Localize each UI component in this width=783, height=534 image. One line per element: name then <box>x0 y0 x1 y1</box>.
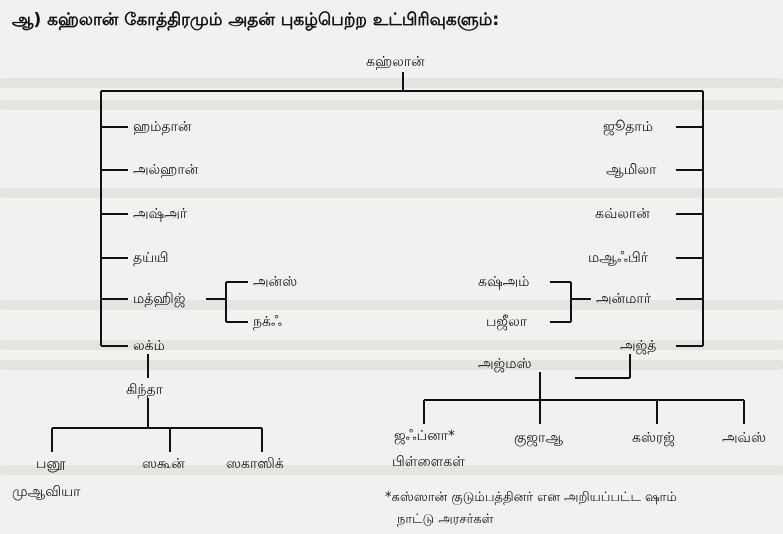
node-anas: அன்ஸ் <box>253 274 298 290</box>
node-root: கஹ்லான் <box>366 54 425 70</box>
node-khazraj: கஸ்ரஜ் <box>632 430 675 446</box>
footnote-line-2: நாட்டு அரசர்கள் <box>397 512 494 527</box>
bleed-through-mark <box>0 78 783 88</box>
node-anmar: அன்மார் <box>596 291 652 307</box>
node-aws: அவ்ஸ் <box>722 430 766 446</box>
node-maafir: மஆஃபிர் <box>588 250 649 266</box>
node-nakh: நக்ஃ <box>253 314 282 330</box>
node-ashar: அஷ்அர் <box>133 206 188 222</box>
bleed-through-mark <box>0 360 783 370</box>
bleed-through-mark <box>0 340 783 350</box>
node-amila: ஆமிலா <box>606 162 657 178</box>
bleed-through-mark <box>0 465 783 475</box>
bleed-through-mark <box>0 100 783 110</box>
node-madhhij: மத்ஹிஜ் <box>133 291 186 307</box>
node-sakasik: ஸகாஸிக் <box>226 456 284 472</box>
node-kinda: கிந்தா <box>126 382 163 398</box>
node-sakun: ஸகூன் <box>142 456 185 472</box>
node-lakhm: லக்ம் <box>133 338 165 354</box>
node-alhan: அல்ஹான் <box>133 162 199 178</box>
node-judham: ஜூதாம் <box>603 119 653 135</box>
node-muawiya: முஆவியா <box>12 484 81 500</box>
node-khawlan: கவ்லான் <box>595 206 650 222</box>
node-hamdan: ஹம்தான் <box>133 119 192 135</box>
bleed-through-mark <box>0 300 783 310</box>
node-banu: பனூ <box>36 456 66 472</box>
node-tayyi: தய்யி <box>133 250 169 266</box>
node-bajila: பஜீலா <box>486 314 528 330</box>
node-jafna: ஜஃப்னா* <box>394 428 455 444</box>
bleed-through-mark <box>0 188 783 198</box>
node-azdmas: அஜ்மஸ் <box>478 356 532 372</box>
footnote-line-1: *கஸ்ஸான் குடும்பத்தினர் என அறியப்பட்ட ஷா… <box>385 490 677 505</box>
node-khuzaa: குஜாஆ <box>514 430 564 446</box>
page-title: ஆ) கஹ்லான் கோத்திரமும் அதன் புகழ்பெற்ற உ… <box>12 10 500 30</box>
node-khatham: கஷ்அம் <box>478 274 530 290</box>
node-azd: அஜ்த் <box>620 338 657 354</box>
node-jafna-sub: பிள்ளைகள் <box>392 454 465 470</box>
